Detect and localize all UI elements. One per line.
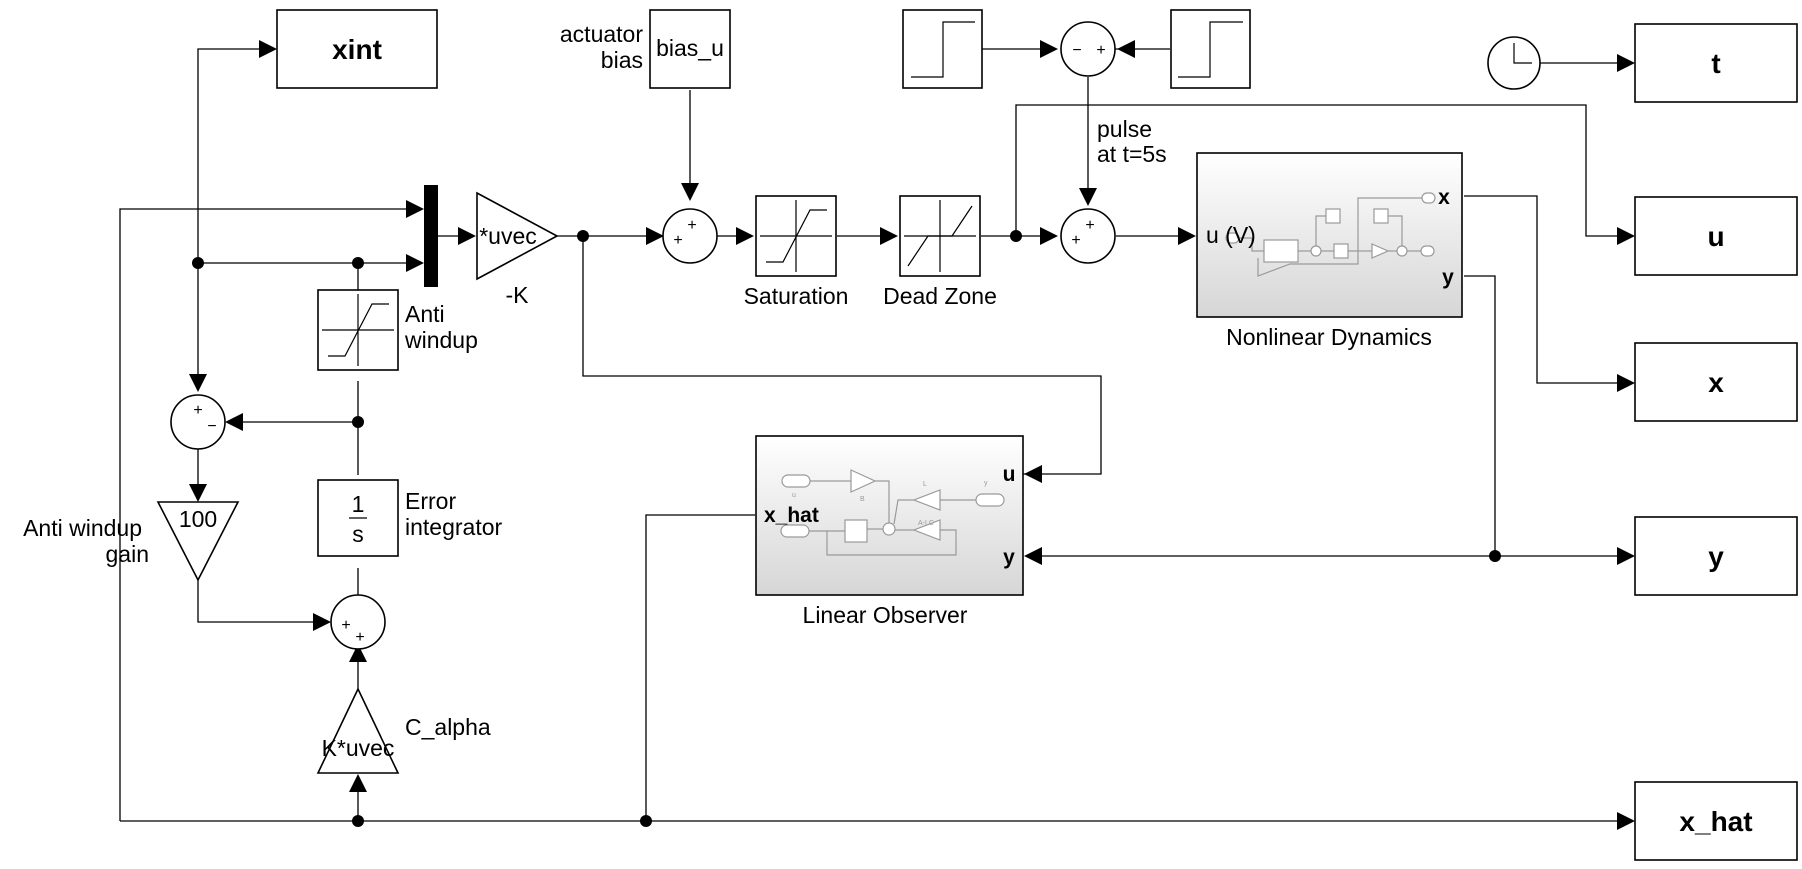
svg-text:B: B [860, 496, 865, 503]
pulse-sum-sign-top: + [1085, 217, 1094, 234]
int-sum-sign-bottom: + [355, 629, 364, 646]
svg-text:L: L [923, 481, 927, 488]
observer-port-x-hat: x_hat [764, 504, 819, 527]
pulse-gen-sum-block[interactable]: − + [1060, 21, 1116, 77]
outport-x-hat-label: x_hat [1679, 806, 1752, 837]
observer-port-y: y [1003, 546, 1015, 569]
dead-zone-label: Dead Zone [883, 283, 997, 309]
nonlinear-dynamics-label: Nonlinear Dynamics [1226, 324, 1432, 350]
outport-y[interactable]: y [1634, 516, 1798, 596]
wire-aw-gain-to-int-sum[interactable] [197, 580, 318, 623]
bias-label-line1: actuator [560, 21, 643, 47]
pulse-gen-sum-sign-left: − [1072, 42, 1081, 59]
arrowheads [189, 40, 1635, 830]
gain-k-block[interactable]: *uvec [476, 191, 559, 281]
wire-observer-out[interactable] [645, 514, 755, 821]
antiwindup-label-line1: Anti [405, 301, 445, 327]
gain-k-label: -K [506, 282, 530, 308]
c-alpha-gain-block[interactable]: K*uvec [316, 687, 400, 774]
pulse-label-line2: at t=5s [1097, 141, 1167, 167]
integrator-label-line1: Error [405, 488, 456, 514]
integrator-sum-block[interactable]: + + [330, 594, 386, 650]
step-block-1[interactable] [902, 9, 983, 89]
error-integrator-block[interactable]: 1 s [317, 479, 399, 557]
aw-gain-value: 100 [179, 506, 217, 532]
outport-u-label: u [1707, 221, 1724, 252]
wire-plant-y[interactable] [1464, 275, 1496, 556]
wire-xhat-to-mux[interactable] [119, 208, 412, 821]
saturation-label: Saturation [744, 283, 849, 309]
pulse-label-line1: pulse [1097, 116, 1152, 142]
mux-block[interactable] [424, 185, 438, 287]
svg-text:y: y [984, 480, 988, 487]
junction-dots [192, 230, 1501, 827]
linear-observer-label: Linear Observer [803, 602, 968, 628]
bias-sum-sign-top: + [687, 217, 696, 234]
antiwindup-saturation-block[interactable] [317, 289, 399, 371]
aw-sum-sign-top: + [193, 402, 202, 419]
outport-x[interactable]: x [1634, 342, 1798, 422]
outport-u[interactable]: u [1634, 196, 1798, 276]
bias-constant-block[interactable]: bias_u [649, 9, 731, 89]
c-alpha-text: K*uvec [322, 735, 395, 761]
nonlinear-mini-preview [1225, 192, 1436, 277]
pulse-sum-block[interactable]: + + [1060, 208, 1116, 264]
antiwindup-sum-block[interactable]: + − [170, 394, 226, 450]
bias-label-line2: bias [601, 47, 643, 73]
nonlinear-port-x: x [1438, 186, 1450, 209]
svg-text:u: u [792, 492, 796, 499]
clock-block[interactable] [1487, 36, 1541, 90]
saturation-block[interactable] [755, 195, 837, 277]
int-sum-sign-left: + [341, 617, 350, 634]
dead-zone-block[interactable] [899, 195, 981, 277]
aw-sum-sign-right: − [207, 418, 216, 435]
wire-plant-x-to-outport[interactable] [1464, 195, 1618, 384]
antiwindup-label-line2: windup [404, 327, 478, 353]
antiwindup-gain-block[interactable]: 100 [156, 501, 240, 582]
signal-lines [119, 48, 1618, 822]
c-alpha-label: C_alpha [405, 714, 491, 740]
clock-icon [1513, 43, 1532, 64]
wire-u-to-observer[interactable] [582, 236, 1102, 475]
integrator-numerator: 1 [352, 491, 365, 517]
integrator-denominator: s [352, 521, 364, 547]
bias-constant-value: bias_u [656, 35, 724, 61]
integrator-label-line2: integrator [405, 514, 503, 540]
observer-mini-preview: u B L y A-LC [780, 469, 1005, 556]
aw-gain-label-line1: Anti windup [23, 515, 142, 541]
pulse-sum-sign-left: + [1071, 232, 1080, 249]
outport-t-label: t [1711, 48, 1720, 79]
wire-u-to-outport[interactable] [1015, 104, 1618, 237]
bias-sum-block[interactable]: + + [662, 208, 718, 264]
linear-observer-subsystem[interactable]: u B L y A-LC u y x_hat [755, 435, 1024, 596]
outport-y-label: y [1708, 541, 1724, 572]
outport-xint-label: xint [332, 34, 382, 65]
outport-x-hat[interactable]: x_hat [1634, 781, 1798, 861]
nonlinear-port-y: y [1442, 266, 1454, 289]
nonlinear-port-u: u (V) [1206, 222, 1256, 248]
pulse-gen-sum-sign-right: + [1096, 42, 1105, 59]
bias-sum-sign-left: + [673, 232, 682, 249]
outport-xint[interactable]: xint [276, 9, 438, 89]
nonlinear-dynamics-subsystem[interactable]: u (V) x y [1196, 152, 1463, 318]
outport-t[interactable]: t [1634, 23, 1798, 103]
observer-port-u: u [1003, 463, 1016, 486]
gain-k-text: *uvec [479, 223, 537, 249]
svg-text:A-LC: A-LC [918, 520, 934, 527]
outport-x-label: x [1708, 367, 1724, 398]
aw-gain-label-line2: gain [106, 541, 149, 567]
step-block-2[interactable] [1170, 9, 1251, 89]
wire-xint-branch[interactable] [197, 48, 260, 263]
